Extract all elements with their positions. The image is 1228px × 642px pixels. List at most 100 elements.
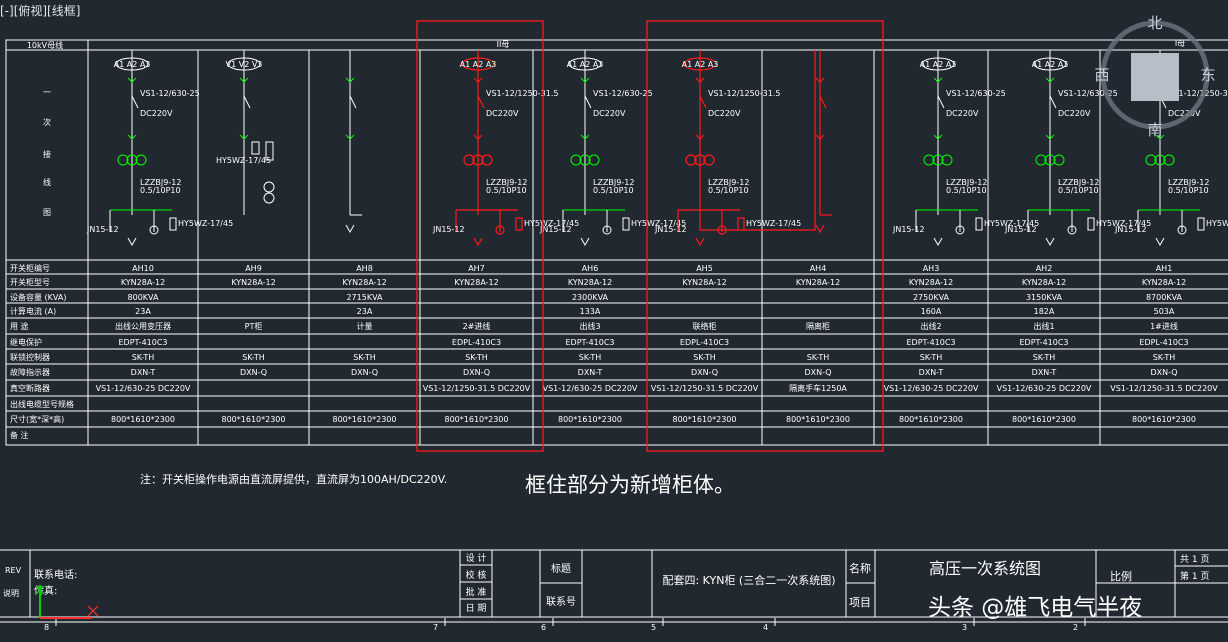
viewcube-south[interactable]: 南	[1147, 121, 1162, 139]
table-cell-id: AH4	[810, 264, 827, 273]
bus-left-label: 10kV母线	[27, 40, 63, 50]
title-label: 标题	[551, 563, 571, 575]
row-header: 继电保护	[10, 337, 42, 347]
approve-label: 批 准	[466, 586, 487, 598]
table-cell-id: AH6	[582, 264, 599, 273]
side-text-char: 次	[43, 117, 51, 127]
table-cell-id: AH2	[1036, 264, 1053, 273]
row-header: 设备容量 (KVA)	[10, 292, 66, 302]
ruler-label: 6	[541, 623, 546, 632]
table-cell-current: 23A	[135, 307, 151, 316]
breaker-label: VS1-12/630-25	[593, 89, 653, 98]
row-header: 联锁控制器	[10, 352, 50, 362]
table-cell-size: 800*1610*2300	[445, 415, 509, 424]
ct-ratio-label: 0.5/10P10	[708, 186, 749, 195]
breaker-label: VS1-12/1250-31.5	[1168, 89, 1228, 98]
table-cell-fault: DXN-Q	[240, 368, 267, 377]
ucs-icon	[35, 585, 99, 619]
dc-label: DC220V	[486, 109, 519, 118]
circuit-ah2: A1 A2 A3VS1-12/630-25DC220VLZZBJ9-120.5/…	[1004, 50, 1151, 247]
table-cell-fault: DXN-T	[578, 368, 603, 377]
table-cell-current: 160A	[921, 307, 942, 316]
breaker-label: VS1-12/630-25	[1058, 89, 1118, 98]
table-cell-breaker: VS1-12/1250-31.5 DC220V	[423, 384, 531, 393]
ct-ratio-label: 0.5/10P10	[593, 186, 634, 195]
table-cell-current: 133A	[580, 307, 601, 316]
circuit-ah8	[345, 50, 362, 234]
table-cell-model: KYN28A-12	[231, 278, 275, 287]
table-cell-breaker: VS1-12/630-25 DC220V	[997, 384, 1092, 393]
table-cell-breaker: VS1-12/1250-31.5 DC220V	[651, 384, 759, 393]
dc-label: DC220V	[593, 109, 626, 118]
highlight-annotation: 框住部分为新增柜体。	[525, 473, 735, 497]
circuit-diagrams: A1 A2 A3VS1-12/630-25DC220VLZZBJ9-120.5/…	[86, 50, 1228, 247]
table-cell-id: AH8	[356, 264, 373, 273]
table-cell-fault: DXN-T	[1032, 368, 1057, 377]
ct-label: LZZBJ9-12	[593, 178, 634, 187]
ct-ratio-label: 0.5/10P10	[1058, 186, 1099, 195]
viewcube-west[interactable]: 西	[1094, 66, 1109, 84]
row-header: 用 途	[10, 321, 29, 331]
circuit-ah4	[815, 50, 832, 234]
total-pages: 共 1 页	[1180, 554, 1209, 565]
table-cell-fault: DXN-Q	[463, 368, 490, 377]
table-cell-lock: SK-TH	[807, 353, 830, 362]
table-cell-protect: EDPL-410C3	[680, 338, 729, 347]
table-cell-lock: SK-TH	[132, 353, 155, 362]
ct-ratio-label: 0.5/10P10	[946, 186, 987, 195]
title-block: REV 说明 联系电话: 传真: 设 计 校 核 批 准 日 期 标题 联系号 …	[0, 549, 1228, 618]
table-cell-capacity: 2300KVA	[572, 293, 609, 302]
instrument-label: A1 A2 A3	[567, 60, 604, 69]
contact-label: 联系号	[546, 596, 576, 608]
table-cell-current: 182A	[1034, 307, 1055, 316]
table-cell-current: 23A	[357, 307, 373, 316]
pt-fuse-label: HY5WZ-17/45	[216, 156, 271, 165]
earth-switch-label: JN15-12	[892, 225, 925, 234]
table-cell-id: AH1	[1156, 264, 1173, 273]
table-cell-model: KYN28A-12	[909, 278, 953, 287]
table-cell-use: 1#进线	[1150, 321, 1178, 331]
table-cell-protect: EDPT-410C3	[118, 338, 167, 347]
breaker-label: VS1-12/1250-31.5	[486, 89, 558, 98]
table-cell-model: KYN28A-12	[121, 278, 165, 287]
table-cell-use: PT柜	[245, 321, 263, 331]
viewcube[interactable]: 北 南 东 西	[1094, 14, 1215, 139]
viewport-controls-label[interactable]: [-][俯视][线框]	[0, 4, 81, 18]
table-cell-lock: SK-TH	[353, 353, 376, 362]
table-cell-id: AH7	[468, 264, 485, 273]
dc-label: DC220V	[1058, 109, 1091, 118]
row-header: 故障指示器	[10, 367, 50, 377]
table-cell-size: 800*1610*2300	[673, 415, 737, 424]
table-cell-id: AH5	[696, 264, 713, 273]
instrument-label: A1 A2 A3	[1032, 60, 1069, 69]
table-cell-breaker: VS1-12/630-25 DC220V	[543, 384, 638, 393]
table-cell-protect: EDPL-410C3	[1139, 338, 1188, 347]
arrester-label: HY5WZ-17/45	[984, 219, 1039, 228]
table-cell-breaker: VS1-12/630-25 DC220V	[96, 384, 191, 393]
table-cell-fault: DXN-Q	[691, 368, 718, 377]
side-text-char: 图	[43, 208, 51, 217]
table-cell-id: AH3	[923, 264, 940, 273]
table-cell-model: KYN28A-12	[682, 278, 726, 287]
table-cell-fault: DXN-Q	[804, 368, 831, 377]
table-cell-capacity: 3150KVA	[1026, 293, 1063, 302]
circuit-ah3: A1 A2 A3VS1-12/630-25DC220VLZZBJ9-120.5/…	[892, 50, 1039, 247]
fax-label: 传真:	[34, 584, 57, 597]
viewcube-east[interactable]: 东	[1200, 66, 1215, 84]
new-panel-highlight-ah5-ah4	[646, 20, 884, 452]
side-text-char: 线	[43, 177, 51, 187]
ruler-label: 2	[1073, 623, 1078, 632]
viewcube-top-face[interactable]	[1131, 53, 1179, 101]
scale-label: 比例	[1110, 569, 1132, 583]
table-cell-size: 800*1610*2300	[1012, 415, 1076, 424]
table-cell-fault: DXN-Q	[1150, 368, 1177, 377]
side-text-char: 一	[43, 88, 51, 97]
breaker-label: VS1-12/1250-31.5	[708, 89, 780, 98]
row-header: 尺寸(宽*深*高)	[10, 414, 64, 424]
viewcube-north[interactable]: 北	[1147, 14, 1162, 32]
row-header: 开关柜型号	[10, 277, 50, 287]
row-header: 开关柜编号	[10, 263, 50, 273]
